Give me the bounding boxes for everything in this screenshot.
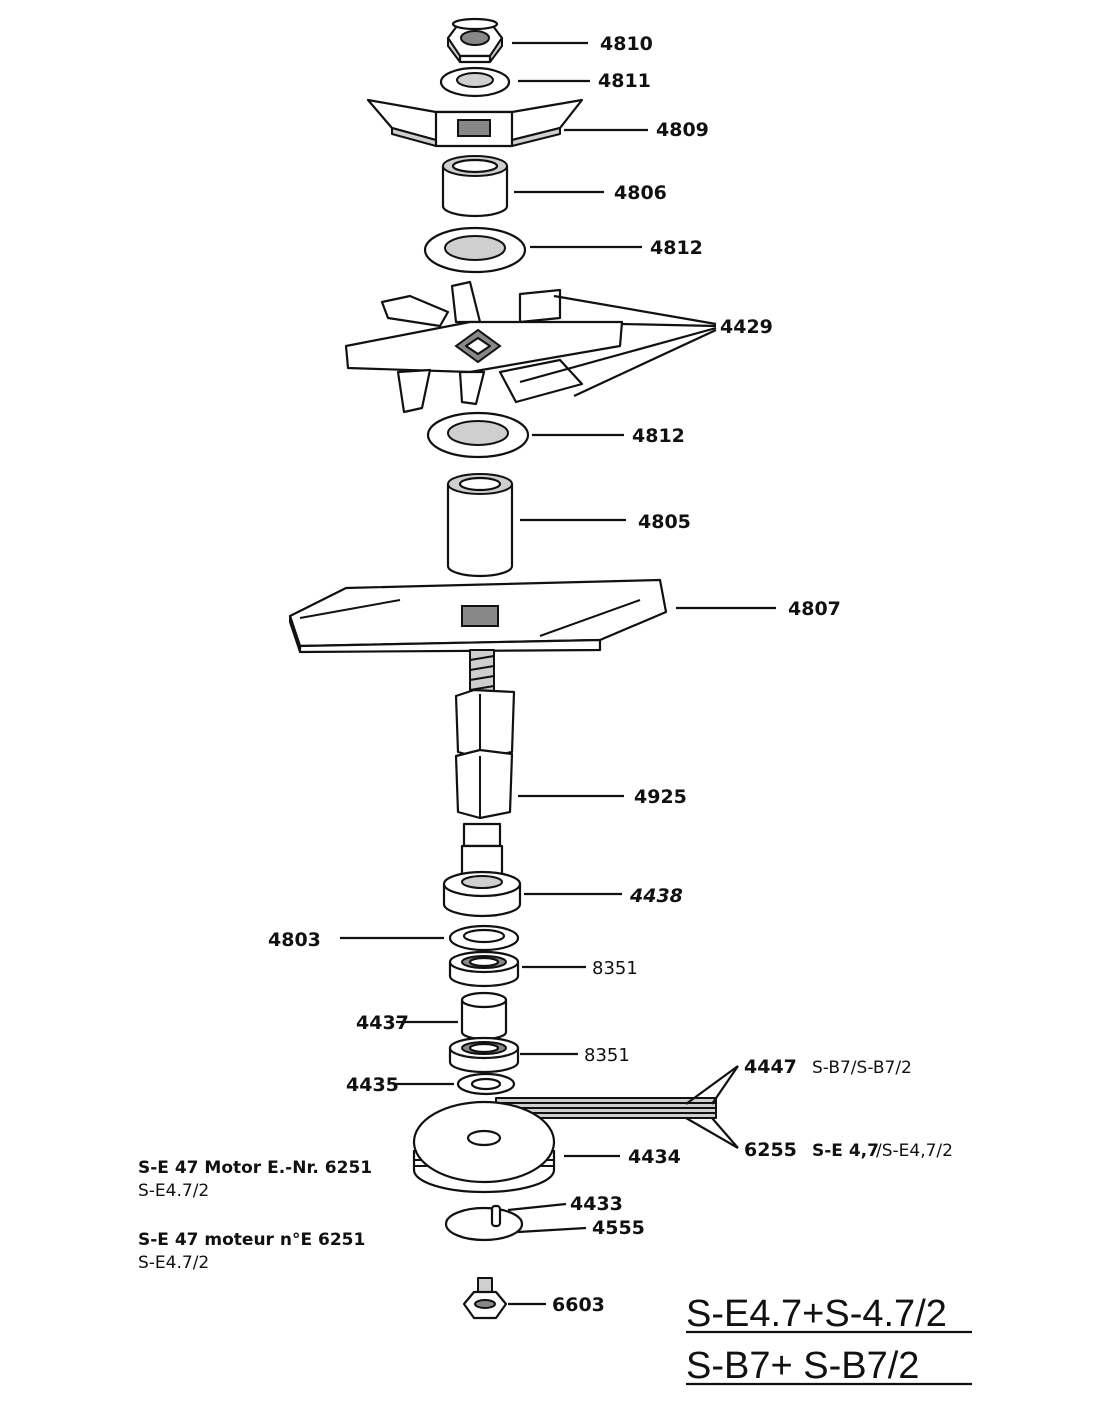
leader-lines [340,41,972,1386]
sleeve-4805 [446,473,514,578]
label-4810: 4810 [600,33,653,55]
note-motor-de-model: S-E4.7/2 [138,1181,209,1201]
label-8351-lower: 8351 [584,1045,630,1066]
ring-4803 [448,924,520,952]
key-washer-4433-4555 [444,1204,524,1242]
label-4435: 4435 [346,1074,399,1096]
pulley-4434 [412,1100,556,1194]
label-6255-model-a: S-E 4,7 [812,1141,879,1161]
sleeve-4806 [441,155,509,218]
label-6603: 6603 [552,1294,605,1316]
washer-4811 [439,66,511,98]
washer-4812-upper [423,226,527,274]
label-4925: 4925 [634,786,687,808]
label-6255: 6255 [744,1139,797,1161]
collar-4438 [442,870,522,918]
label-4447-models: S-B7/S-B7/2 [812,1058,912,1078]
label-4429: 4429 [720,316,773,338]
label-8351-upper: 8351 [592,958,638,979]
label-4447: 4447 [744,1056,797,1078]
bearing-8351-lower [448,1036,520,1074]
bearing-8351-upper [448,950,520,988]
label-4433: 4433 [570,1193,623,1215]
model-designation-2: S-B7+ S-B7/2 [686,1345,919,1387]
label-4806: 4806 [614,182,667,204]
label-4555: 4555 [592,1217,645,1239]
label-4805: 4805 [638,511,691,533]
hex-nut-4810 [446,17,504,64]
label-4811: 4811 [598,70,651,92]
bolt-6603 [462,1277,508,1320]
v-belts [495,1097,717,1119]
spacer-4437 [460,991,508,1041]
label-4807: 4807 [788,598,841,620]
label-4438: 4438 [629,885,683,907]
drive-shaft-4925 [454,649,516,882]
note-motor-fr-model: S-E4.7/2 [138,1253,209,1273]
label-4803: 4803 [268,929,321,951]
label-4434: 4434 [628,1146,681,1168]
washer-4812-lower [426,411,530,459]
label-4812-lower: 4812 [632,425,685,447]
label-6255-model-b: /S-E4,7/2 [876,1141,953,1161]
model-designation-1: S-E4.7+S-4.7/2 [686,1293,947,1335]
washer-4435 [456,1072,516,1096]
blade-star-4429 [344,280,624,414]
note-motor-fr: S-E 47 moteur n°E 6251 [138,1230,365,1250]
label-4809: 4809 [656,119,709,141]
upper-blade-4809 [366,98,584,148]
note-motor-de: S-E 47 Motor E.-Nr. 6251 [138,1158,372,1178]
label-4812-upper: 4812 [650,237,703,259]
main-blade-4807 [288,578,668,654]
label-4437: 4437 [356,1012,409,1034]
